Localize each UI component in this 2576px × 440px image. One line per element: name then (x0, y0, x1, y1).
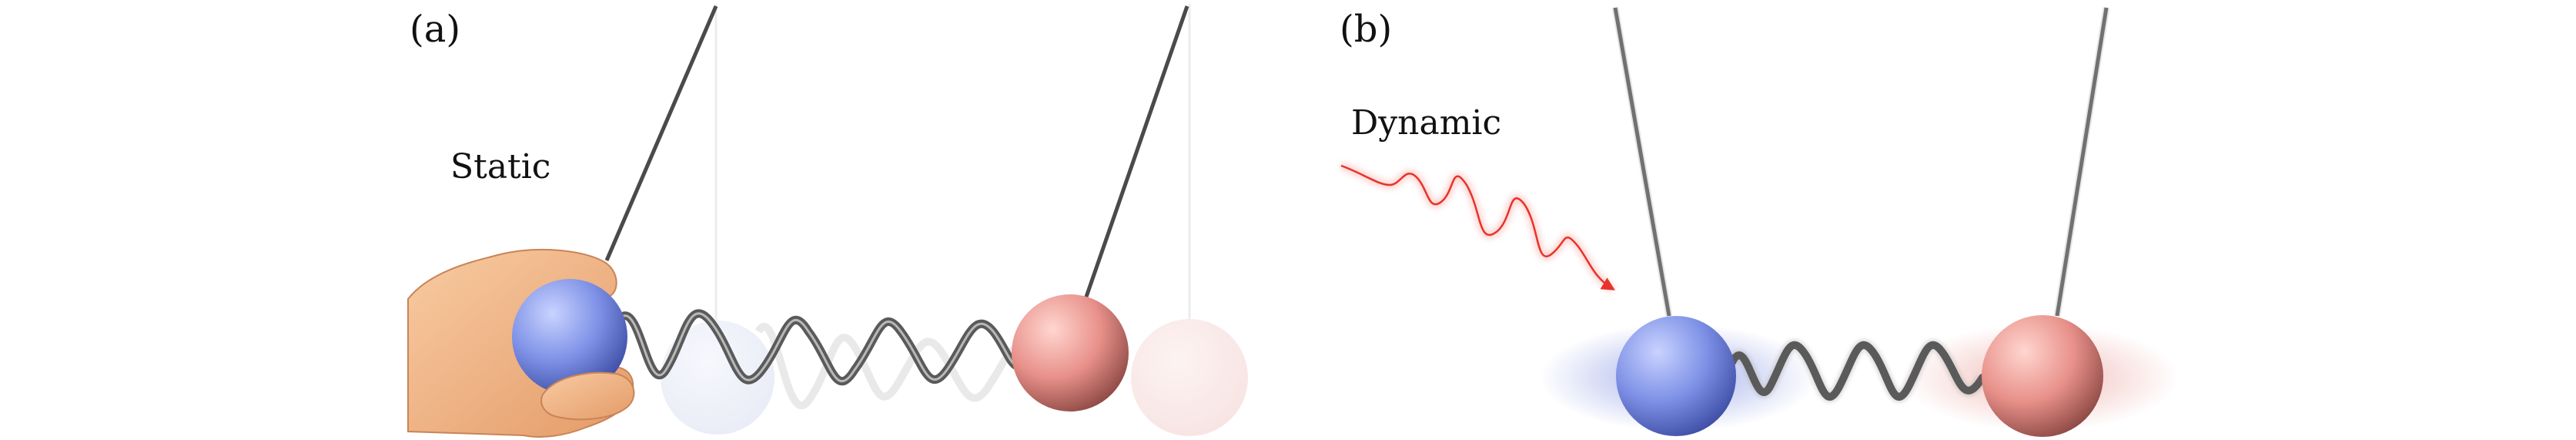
panel-b-label: (b) (1340, 8, 1393, 51)
wave-arrow-icon (1340, 162, 1616, 293)
wave-line (1340, 164, 1616, 291)
string-left-dynamic-blur (1611, 7, 1673, 317)
red-ball-static (1012, 294, 1129, 411)
panel-a-label: (a) (410, 8, 461, 51)
spring-dynamic-main (1728, 341, 1986, 401)
red-ball-dynamic (1982, 315, 2103, 437)
ghost-ball-right (1131, 319, 1248, 436)
string-right-dynamic (2055, 7, 2109, 317)
string-right-dynamic-blur (2053, 7, 2110, 317)
panel-a (407, 4, 1248, 438)
ghost-ball-left (661, 321, 774, 435)
panel-a-caption: Static (450, 147, 551, 186)
string-left-dynamic (1613, 7, 1671, 317)
spring-static-highlight (614, 312, 1029, 383)
panel-b (1340, 7, 2179, 437)
spring-dynamic (1726, 339, 1988, 403)
panel-b-caption: Dynamic (1351, 103, 1502, 143)
blue-ball-static (512, 279, 627, 395)
string-left (604, 5, 718, 261)
string-right (1083, 5, 1189, 300)
hand-thumb (540, 371, 635, 421)
ghost-spring (754, 322, 1028, 410)
blue-ball-dynamic (1616, 316, 1736, 436)
